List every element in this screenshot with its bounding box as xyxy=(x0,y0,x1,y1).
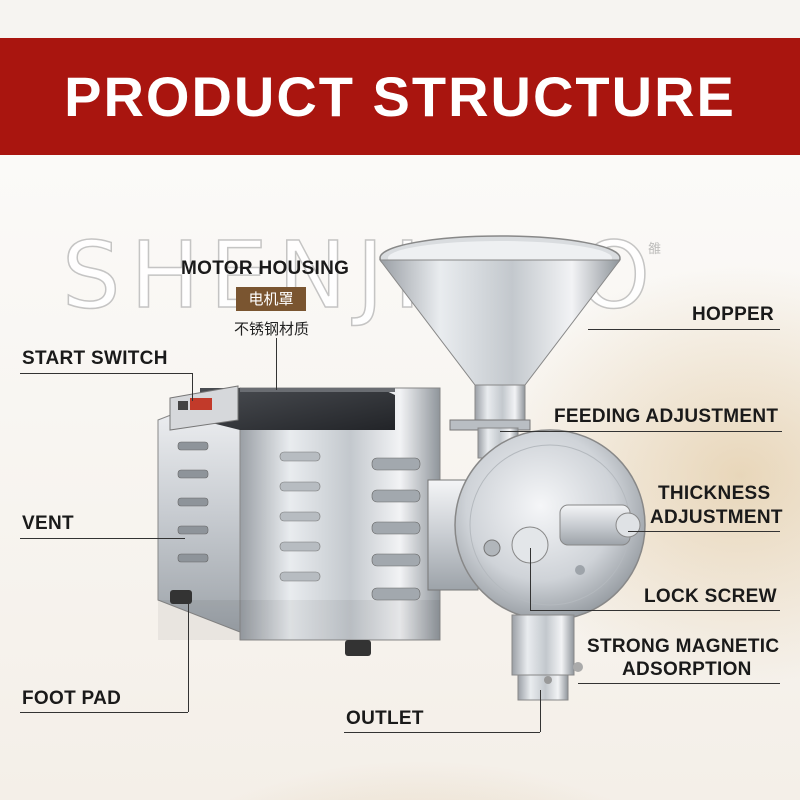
leader-motor-housing xyxy=(276,338,277,390)
leader-magnetic xyxy=(578,683,780,684)
leader-outlet-rise xyxy=(540,690,541,732)
header-banner: PRODUCT STRUCTURE xyxy=(0,38,800,155)
label-start-switch: START SWITCH xyxy=(22,348,168,369)
label-magnetic-2: ADSORPTION xyxy=(622,659,752,680)
page-title: PRODUCT STRUCTURE xyxy=(64,65,736,128)
leader-foot-pad xyxy=(20,712,188,713)
label-foot-pad: FOOT PAD xyxy=(22,688,122,709)
label-magnetic-1: STRONG MAGNETIC xyxy=(587,636,780,657)
label-motor-housing-cn-sub: 不锈钢材质 xyxy=(234,320,310,338)
leader-outlet xyxy=(344,732,540,733)
label-lock-screw: LOCK SCREW xyxy=(644,586,777,607)
leader-start-switch-drop xyxy=(192,373,193,401)
leader-lock-screw xyxy=(530,610,780,611)
leader-hopper xyxy=(588,329,780,330)
watermark-small-text: 雒 xyxy=(648,242,662,257)
label-outlet: OUTLET xyxy=(346,708,424,729)
leader-foot-pad-rise xyxy=(188,602,189,712)
leader-feeding-adjustment xyxy=(500,431,782,432)
leader-start-switch xyxy=(20,373,192,374)
leader-lock-screw-rise xyxy=(530,548,531,610)
label-motor-housing-cn-tag: 电机罩 xyxy=(236,287,306,311)
leader-thickness-adjustment xyxy=(628,531,780,532)
label-feeding-adjustment: FEEDING ADJUSTMENT xyxy=(554,406,779,427)
label-motor-housing: MOTOR HOUSING xyxy=(181,258,350,279)
leader-vent xyxy=(20,538,185,539)
label-vent: VENT xyxy=(22,513,74,534)
label-thickness-adjustment-1: THICKNESS xyxy=(658,483,771,504)
label-hopper: HOPPER xyxy=(692,304,775,325)
label-thickness-adjustment-2: ADJUSTMENT xyxy=(650,507,783,528)
